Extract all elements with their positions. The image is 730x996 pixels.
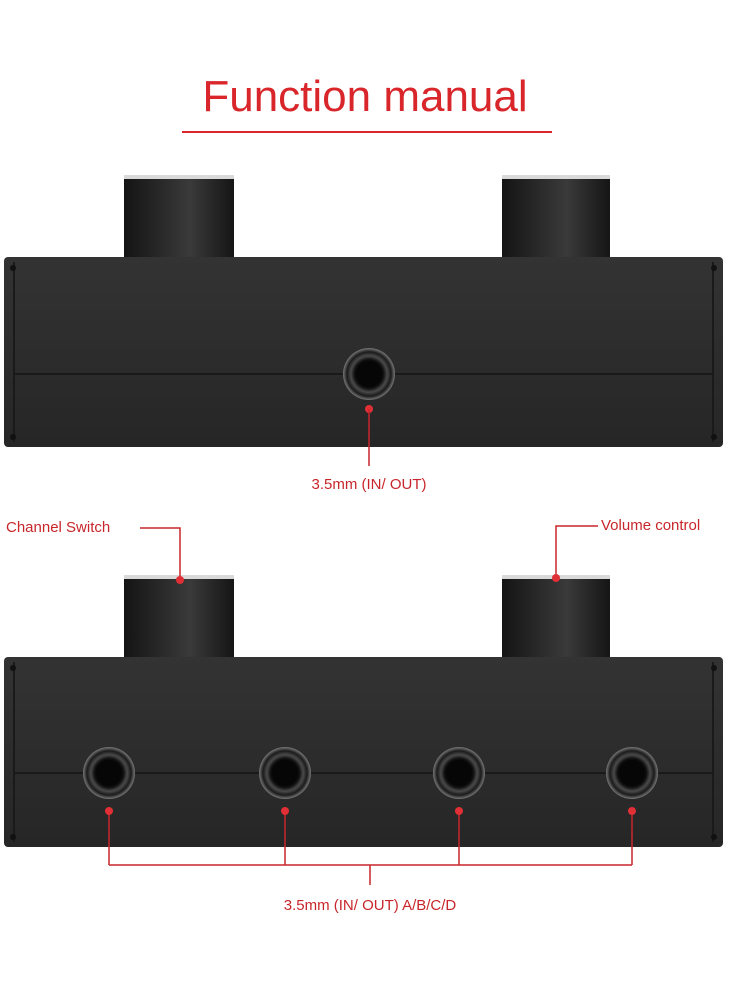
audio-jack-d	[606, 747, 658, 799]
channel-switch-knob	[124, 575, 234, 661]
top-left-knob	[124, 175, 234, 261]
volume-control-knob	[502, 575, 610, 661]
bottom-device-body	[4, 657, 723, 847]
top-right-knob	[502, 175, 610, 261]
bottom-device	[4, 525, 723, 885]
top-device	[4, 175, 723, 466]
channel-switch-label: Channel Switch	[6, 519, 111, 536]
page-title: Function manual	[202, 72, 528, 121]
title-underline	[182, 131, 552, 133]
channel-switch-callout-line	[140, 527, 181, 580]
bottom-ports-label: 3.5mm (IN/ OUT) A/B/C/D	[283, 897, 457, 914]
audio-jack-a	[83, 747, 135, 799]
top-port-label: 3.5mm (IN/ OUT)	[311, 476, 427, 493]
audio-jack-c	[433, 747, 485, 799]
volume-control-callout-line	[555, 525, 598, 578]
volume-control-label: Volume control	[601, 517, 701, 534]
jacks-callout-bracket	[108, 811, 633, 885]
audio-jack-b	[259, 747, 311, 799]
